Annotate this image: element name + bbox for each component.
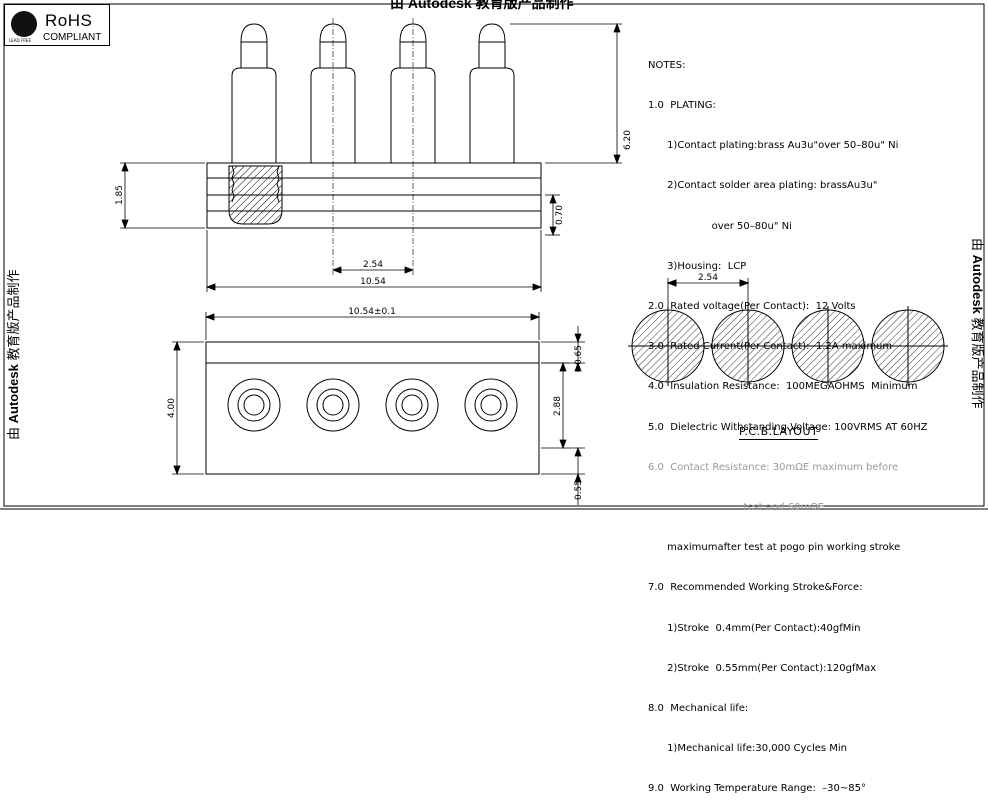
- pcb-pad-2: [708, 306, 788, 386]
- dim-length-tol: 10.54±0.1: [348, 307, 396, 317]
- dim-pcb-pitch: 2.54: [698, 273, 718, 283]
- note-line: 1)Mechanical life:30,000 Cycles Min: [648, 743, 848, 755]
- note-line: 7.0 Recommended Working Stroke&Force:: [648, 582, 863, 594]
- note-line: 4.0 Insulation Resistance: 100MEGAOHMS M…: [648, 381, 918, 393]
- dim-top-offset: 0.65: [574, 345, 584, 365]
- notes-block: NOTES: 1.0 PLATING: 1)Contact plating:br…: [648, 32, 928, 809]
- note-line: 1)Stroke 0.4mm(Per Contact):40gfMin: [648, 622, 861, 634]
- dim-bottom-offset: 0.55: [574, 480, 584, 500]
- drawing-frame: [3, 3, 985, 507]
- note-line: 2)Stroke 0.55mm(Per Contact):120gfMax: [648, 662, 877, 674]
- technical-drawing: 6.20 1.85 0.70 2.54 10.54 10.54±0.1 4.00…: [0, 3, 988, 510]
- lead-free-logo-icon: [11, 11, 37, 37]
- watermark-left: 由 Autodesk 教育版产品制作: [6, 269, 21, 440]
- pcb-layout-label: P.C.B.LAYOUT: [739, 425, 819, 440]
- note-line: over 50–80u" Ni: [648, 220, 792, 232]
- dim-pitch: 2.54: [363, 260, 383, 270]
- dim-base-height: 1.85: [115, 185, 125, 205]
- note-line: 1)Contact plating:brass Au3u"over 50–80u…: [648, 140, 899, 152]
- side-view-dimensions: [120, 22, 622, 292]
- note-line: 5.0 Dielectric Withstanding Voltage: 100…: [648, 421, 928, 433]
- note-line: 3)Housing: LCP: [648, 260, 747, 272]
- note-line: 6.0 Contact Resistance: 30mΩE maximum be…: [648, 461, 899, 473]
- rohs-subtitle: COMPLIANT: [43, 32, 102, 43]
- rohs-title: RoHS: [45, 11, 93, 30]
- side-view: [206, 18, 542, 275]
- lead-free-logo-text: LEAD FREE: [9, 38, 31, 43]
- top-view-dimensions: [172, 312, 585, 505]
- pcb-layout: [628, 278, 948, 386]
- top-view: [205, 341, 540, 475]
- note-line: NOTES:: [648, 59, 686, 71]
- hole-3: [385, 378, 439, 432]
- pcb-pad-4: [868, 306, 948, 386]
- dim-width: 4.00: [167, 398, 177, 418]
- pcb-pad-3: [788, 306, 868, 386]
- hole-1: [227, 378, 281, 432]
- rohs-badge: LEAD FREE RoHS COMPLIANT: [4, 4, 110, 46]
- note-line: 2.0 Rated voltage(Per Contact): 12 Volts: [648, 301, 856, 313]
- watermark-right: 由 Autodesk 教育版产品制作: [970, 238, 985, 409]
- note-line: 1.0 PLATING:: [648, 100, 716, 112]
- dim-hole-row: 2.88: [553, 396, 563, 416]
- note-line: 2)Contact solder area plating: brassAu3u…: [648, 180, 878, 192]
- note-line: 8.0 Mechanical life:: [648, 703, 749, 715]
- hole-2: [306, 378, 360, 432]
- hole-4: [464, 378, 518, 432]
- note-line: 9.0 Working Temperature Range: –30~85°: [648, 783, 866, 795]
- dim-height-total: 6.20: [623, 130, 633, 150]
- note-line: maximumafter test at pogo pin working st…: [648, 542, 901, 554]
- watermark-top: 由 Autodesk 教育版产品制作: [390, 0, 574, 11]
- note-line: 3.0 Rated Current(Per Contact): 1.2A max…: [648, 341, 893, 353]
- note-line: test and 60mΩE: [648, 502, 825, 514]
- dim-length: 10.54: [360, 277, 386, 287]
- dim-lower-offset: 0.70: [555, 205, 565, 225]
